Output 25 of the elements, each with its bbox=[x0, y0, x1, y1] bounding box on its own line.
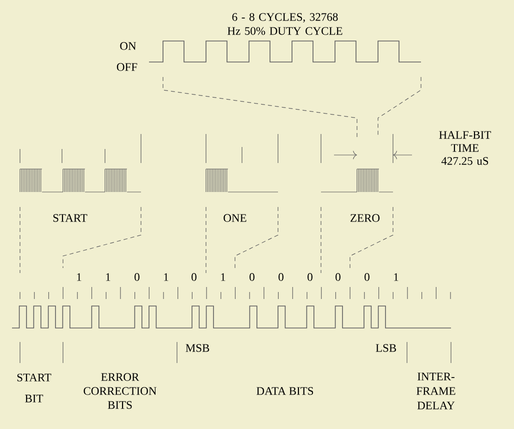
text-label: INTER- FRAME DELAY bbox=[416, 372, 456, 410]
digit-label: 1 bbox=[164, 273, 168, 281]
digit-label: 1 bbox=[221, 273, 226, 281]
digit-label: 0 bbox=[134, 273, 140, 281]
digit-label: 0 bbox=[364, 273, 370, 281]
text-label: LSB bbox=[376, 344, 396, 352]
text-label: DATA BITS bbox=[256, 387, 314, 395]
text-label: ONE bbox=[224, 214, 246, 222]
digit-label: 0 bbox=[192, 273, 196, 281]
digit-label: 0 bbox=[250, 273, 254, 281]
text-label: ERROR CORRECTION BITS bbox=[84, 373, 156, 409]
digit-label: 1 bbox=[77, 273, 82, 281]
text-label: ON bbox=[120, 42, 136, 50]
digit-label: 0 bbox=[336, 273, 340, 281]
text-label: MSB bbox=[186, 344, 210, 352]
text-label: START bbox=[53, 214, 88, 222]
digit-label: 0 bbox=[308, 273, 312, 281]
digit-label: 1 bbox=[106, 273, 110, 281]
digit-label: 0 bbox=[278, 273, 284, 281]
text-label: START BIT bbox=[17, 374, 52, 402]
text-label: HALF-BIT TIME 427.25 uS bbox=[439, 131, 491, 165]
text-label: OFF bbox=[116, 63, 138, 71]
digit-label: 1 bbox=[394, 273, 398, 281]
text-label: ZERO bbox=[350, 214, 380, 222]
text-label: 6 - 8 CYCLES, 32768 Hz 50% DUTY CYCLE bbox=[228, 13, 342, 35]
